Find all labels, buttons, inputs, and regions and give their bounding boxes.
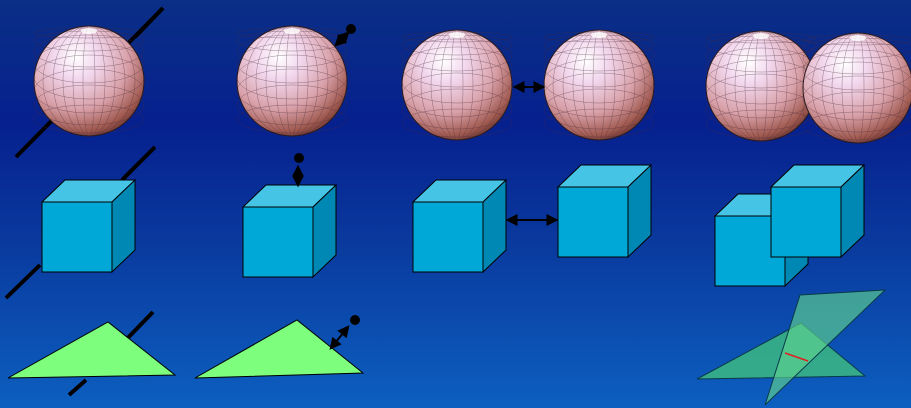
intersection-line bbox=[784, 352, 809, 362]
triangle bbox=[194, 319, 365, 379]
cube-b bbox=[557, 164, 652, 258]
sphere-line-intersection bbox=[14, 6, 165, 159]
triangle-point-distance bbox=[194, 315, 365, 379]
sphere bbox=[33, 25, 145, 137]
sphere-a bbox=[401, 29, 513, 141]
intersecting-line bbox=[67, 378, 88, 397]
sphere bbox=[236, 25, 348, 137]
cube-cube-overlap bbox=[714, 164, 865, 287]
cube-cube-distance bbox=[412, 164, 652, 273]
cube-b bbox=[770, 164, 865, 258]
query-point bbox=[350, 315, 360, 325]
sphere-point-distance bbox=[236, 24, 356, 137]
distance-arrow bbox=[334, 31, 350, 47]
cube bbox=[41, 179, 136, 273]
intersecting-line bbox=[4, 263, 42, 300]
sphere-sphere-overlap bbox=[705, 30, 911, 144]
triangle-line-intersection bbox=[7, 310, 177, 397]
plane-plane-intersection bbox=[696, 289, 887, 406]
sphere-sphere-distance bbox=[401, 29, 655, 141]
distance-arrow bbox=[329, 325, 350, 350]
query-point bbox=[346, 24, 356, 34]
sphere-b bbox=[543, 29, 655, 141]
query-point bbox=[294, 153, 304, 163]
cube-line-intersection bbox=[4, 145, 157, 300]
cube-a bbox=[412, 179, 507, 273]
cube-point-distance bbox=[242, 153, 337, 278]
cube bbox=[242, 184, 337, 278]
plane-b bbox=[764, 289, 887, 406]
sphere-a bbox=[705, 30, 817, 142]
triangle bbox=[7, 321, 177, 379]
sphere-b bbox=[802, 32, 911, 144]
